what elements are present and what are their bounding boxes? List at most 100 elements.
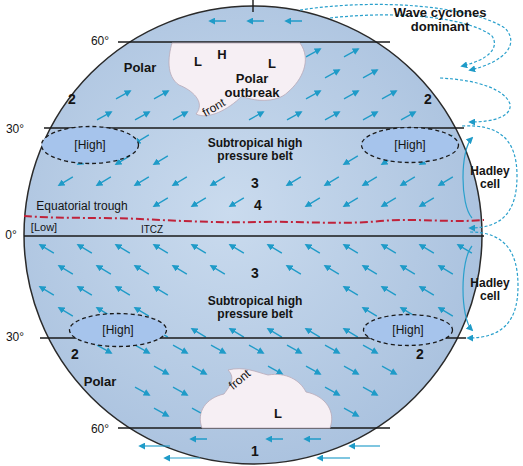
wind-arrow (420, 287, 434, 295)
wind-arrow (306, 49, 320, 57)
high-ellipse (362, 128, 459, 163)
wind-arrow (382, 366, 396, 374)
latitude-label: 60° (91, 35, 109, 48)
wind-arrow (116, 287, 130, 295)
wind-arrow (363, 177, 377, 185)
wind-arrow (173, 266, 187, 274)
wind-arrow (439, 177, 453, 185)
wind-arrow (344, 91, 358, 99)
wind-arrow (154, 245, 168, 253)
wind-arrow (154, 366, 168, 374)
wind-arrow (154, 156, 168, 164)
wind-arrow (173, 345, 187, 353)
wind-arrow (192, 245, 206, 253)
wind-arrow (135, 177, 149, 185)
cell-label: Hadley cell (463, 277, 518, 303)
wind-arrow (363, 387, 377, 395)
high-pressure-cell: [High] (362, 313, 454, 347)
callout-number: 3 (251, 266, 259, 281)
wind-arrow (192, 366, 206, 374)
wind-arrow (135, 345, 149, 353)
high-pressure-cell: [High] (360, 126, 460, 164)
callout-number: 1 (251, 444, 259, 459)
wind-arrow (401, 266, 415, 274)
wind-arrow (325, 70, 339, 78)
wind-arrow (363, 266, 377, 274)
wind-arrow (211, 177, 225, 185)
pressure-label: [High] (394, 138, 425, 152)
wind-arrow (154, 287, 168, 295)
wind-arrow (325, 266, 339, 274)
wind-arrow (78, 287, 92, 295)
wind-arrow (344, 408, 358, 416)
belt-label: Subtropical high pressure belt (190, 295, 320, 321)
wind-arrow (344, 198, 358, 206)
trough-label: Equatorial trough (36, 200, 127, 213)
wind-arrows (40, 21, 472, 439)
wind-arrow (59, 177, 73, 185)
upper-air-flow (300, 4, 518, 338)
callout-number: 2 (424, 92, 432, 107)
polar-outbreak-cloud (169, 43, 305, 116)
wind-arrow (40, 245, 54, 253)
wind-arrow (306, 245, 320, 253)
wind-arrow (97, 177, 111, 185)
wind-arrow (287, 112, 301, 120)
wind-arrow (249, 345, 263, 353)
pressure-label: [High] (74, 138, 105, 152)
wind-arrow (325, 387, 339, 395)
wind-arrow (306, 366, 320, 374)
wind-arrow (439, 308, 453, 316)
wind-arrow (305, 438, 321, 439)
callout-number: 2 (68, 92, 76, 107)
high-ellipse (42, 127, 139, 164)
high-ellipse (364, 315, 453, 346)
wind-arrow (420, 245, 434, 253)
latitude-lines (24, 0, 484, 428)
wind-arrow (267, 438, 283, 439)
pressure-label: [High] (392, 323, 423, 337)
wind-arrow (286, 20, 302, 21)
feature-label: Polar outbreak (216, 72, 288, 101)
wind-arrow (325, 345, 339, 353)
wind-arrow (116, 91, 130, 99)
wind-arrow (268, 366, 282, 374)
wind-arrow (230, 198, 244, 206)
wind-arrow (344, 287, 358, 295)
latitude-label: 60° (91, 423, 109, 436)
pressure-label: L (268, 57, 276, 71)
wind-arrow (173, 112, 187, 120)
wind-arrow (363, 70, 377, 78)
wind-arrow (382, 287, 396, 295)
cell-label: Hadley cell (463, 165, 518, 191)
wind-arrow (192, 198, 206, 206)
pressure-label: H (217, 48, 226, 62)
wind-arrow (325, 112, 339, 120)
wind-arrow (97, 266, 111, 274)
wind-arrow (248, 20, 264, 21)
globe (24, 6, 482, 464)
wind-arrow (382, 245, 396, 253)
callout-number: 3 (251, 176, 259, 191)
wind-arrow (249, 112, 263, 120)
zone-label: Polar (84, 375, 117, 389)
callout-number: 2 (416, 347, 424, 362)
wind-arrow (287, 177, 301, 185)
wind-arrow (173, 177, 187, 185)
latitude-label: 30° (6, 331, 24, 344)
wind-arrow (363, 112, 377, 120)
wind-arrow (211, 345, 225, 353)
wind-arrow (344, 366, 358, 374)
southern-front-cloud (200, 369, 331, 428)
wind-arrow (439, 266, 453, 274)
wind-arrow (230, 329, 244, 337)
wind-arrow (97, 112, 111, 120)
itcz-label: ITCZ (141, 224, 163, 235)
wind-arrow (135, 387, 149, 395)
region-label: Wave cyclones dominant (390, 6, 490, 35)
wind-arrow (382, 91, 396, 99)
wind-arrow (363, 308, 377, 316)
pressure-label: [Low] (31, 221, 57, 233)
